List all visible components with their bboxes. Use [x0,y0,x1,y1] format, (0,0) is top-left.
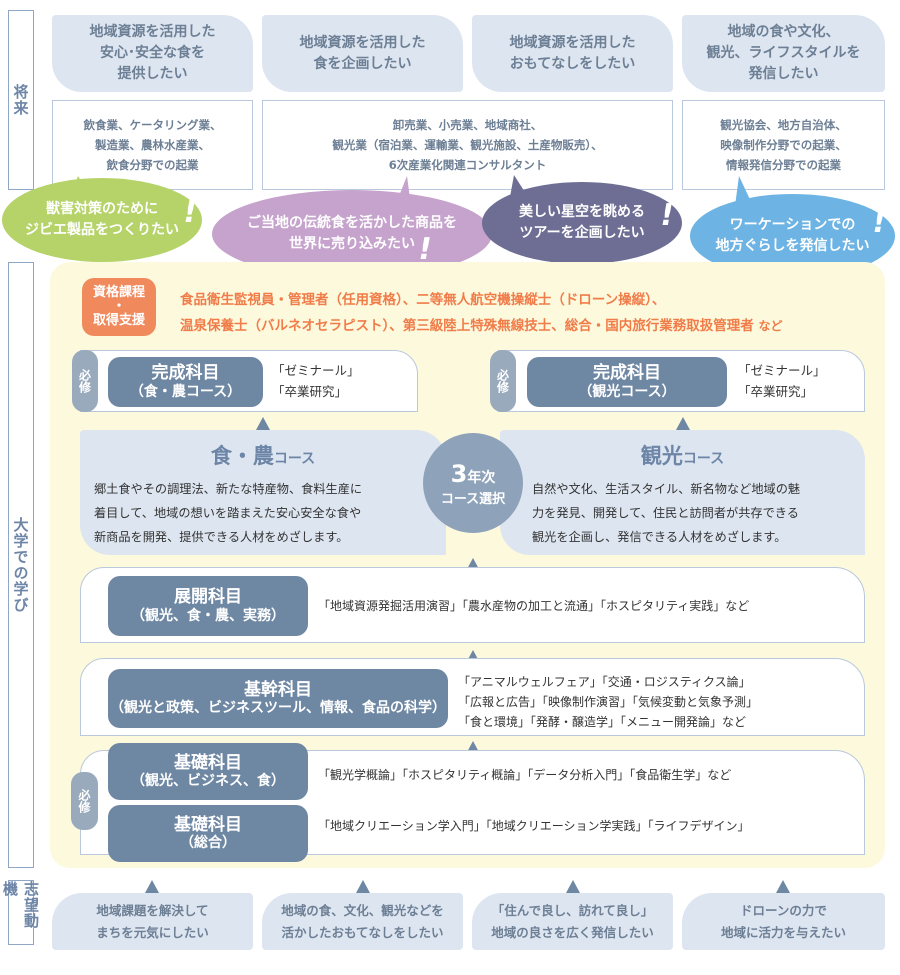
future-card: 地域の食や文化、 観光、ライフスタイルを 発信したい [682,15,885,92]
subject-title: 基幹科目 [244,679,312,700]
course-selection-circle: 3年次 コース選択 [423,433,523,533]
completion-items: 「ゼミナール」 「卒業研究」 [272,363,360,400]
speech-bubble: 獣害対策のために ジビエ製品をつくりたい [2,178,202,262]
subject-subtitle: （観光、食・農、実務） [131,607,285,624]
motivation-card: 地域課題を解決して まちを元気にしたい [52,893,253,950]
subject-title: 展開科目 [174,587,242,608]
section-label-future: 将来 [8,10,34,190]
subject-title: 基礎科目 [174,814,242,835]
arrow-up-icon [145,880,159,893]
course-suffix: コース [682,451,725,467]
required-tag: 必修 [490,350,516,412]
subject-subtitle: （総合） [180,835,236,852]
subject-items: 「観光学概論」「ホスピタリティ概論」「データ分析入門」「食品衛生学」など [318,768,732,782]
completion-subject-tourism: 完成科目（観光コース） [527,357,727,407]
section-label-motivation: 志望動機 [1,880,40,945]
required-tag: 必修 [71,772,98,830]
subject-subtitle: （観光と政策、ビジネスツール、情報、食品の科学） [110,700,446,717]
qualification-suffix: など [758,319,783,333]
arrow-up-icon [356,880,370,893]
course-description: 自然や文化、生活スタイル、新名物など地域の魅 力を発見、開発して、住民と訪問者が… [532,482,801,544]
subject-title: 完成科目 [593,363,661,384]
arrow-up-icon [676,417,690,430]
advanced-subject: 展開科目（観光、食・農、実務） [108,576,308,636]
core-subject: 基幹科目（観光と政策、ビジネスツール、情報、食品の科学） [108,669,448,728]
required-tag: 必修 [72,350,98,412]
subject-subtitle: （食・農コース） [129,383,242,400]
arrow-up-icon [566,880,580,893]
section-label-university: 大学での学び [8,262,34,868]
speech-bubble: 美しい星空を眺める ツアーを企画したい [482,182,682,264]
completion-subject-food: 完成科目（食・農コース） [108,357,263,407]
subject-title: 基礎科目 [174,752,242,773]
completion-items: 「ゼミナール」 「卒業研究」 [738,363,826,400]
subject-subtitle: （観光コース） [578,383,676,400]
subject-items: 「地域クリエーション学入門」「地域クリエーション学実践」「ライフデザイン」 [318,819,750,833]
future-card: 地域資源を活用した おもてなしをしたい [472,15,673,92]
motivation-card: 地域の食、文化、観光などを 活かしたおもてなしをしたい [262,893,463,950]
subject-title: 完成科目 [151,363,220,384]
course-name: 観光 [640,444,683,468]
course-description: 郷土食やその調理法、新たな特産物、食料生産に 着目して、地域の想いを踏まえた安心… [94,482,363,544]
arrow-up-icon [776,880,790,893]
basic-subject: 基礎科目（観光、ビジネス、食） [108,743,308,800]
course-selection-label: コース選択 [440,491,506,507]
year-number: 3 [450,459,468,488]
arrow-up-icon [256,417,270,430]
career-box: 卸売業、小売業、地域商社、 観光業（宿泊業、運輸業、観光施設、土産物販売）、 6… [262,100,673,190]
subject-items: 「アニマルウェルフェア」「交通・ロジスティクス論」 「広報と広告」「映像制作演習… [458,675,759,729]
course-tourism: 観光コース 自然や文化、生活スタイル、新名物など地域の魅 力を発見、開発して、住… [500,430,865,555]
future-card: 地域資源を活用した 安心･安全な食を 提供したい [52,15,253,92]
year-suffix: 年次 [467,469,496,486]
course-food-agriculture: 食・農コース 郷土食やその調理法、新たな特産物、食料生産に 着目して、地域の想い… [80,430,446,555]
qualification-badge: 資格課程 ・ 取得支援 [82,278,156,336]
course-name: 食・農 [210,444,274,468]
motivation-card: 「住んで良し、訪れて良し」 地域の良さを広く発信したい [472,893,673,950]
motivation-card: ドローンの力で 地域に活力を与えたい [682,893,885,950]
career-box: 飲食業、ケータリング業、 製造業、農林水産業、 飲食分野での起業 [52,100,253,190]
career-box: 観光協会、地方自治体、 映像制作分野での起業、 情報発信分野での起業 [682,100,885,190]
subject-subtitle: （観光、ビジネス、食） [131,773,285,790]
subject-items: 「地域資源発掘活用演習」「農水産物の加工と流通」「ホスピタリティ実践」など [318,599,750,613]
future-card: 地域資源を活用した 食を企画したい [262,15,463,92]
basic-subject-general: 基礎科目（総合） [108,805,308,862]
qualification-line: 温泉保養士（バルネオセラピスト）、第三級陸上特殊無線技士、総合・国内旅行業務取扱… [180,318,754,334]
qualification-line: 食品衛生監視員・管理者（任用資格）、二等無人航空機操縦士（ドローン操縦）、 [180,292,666,308]
course-suffix: コース [273,451,316,467]
